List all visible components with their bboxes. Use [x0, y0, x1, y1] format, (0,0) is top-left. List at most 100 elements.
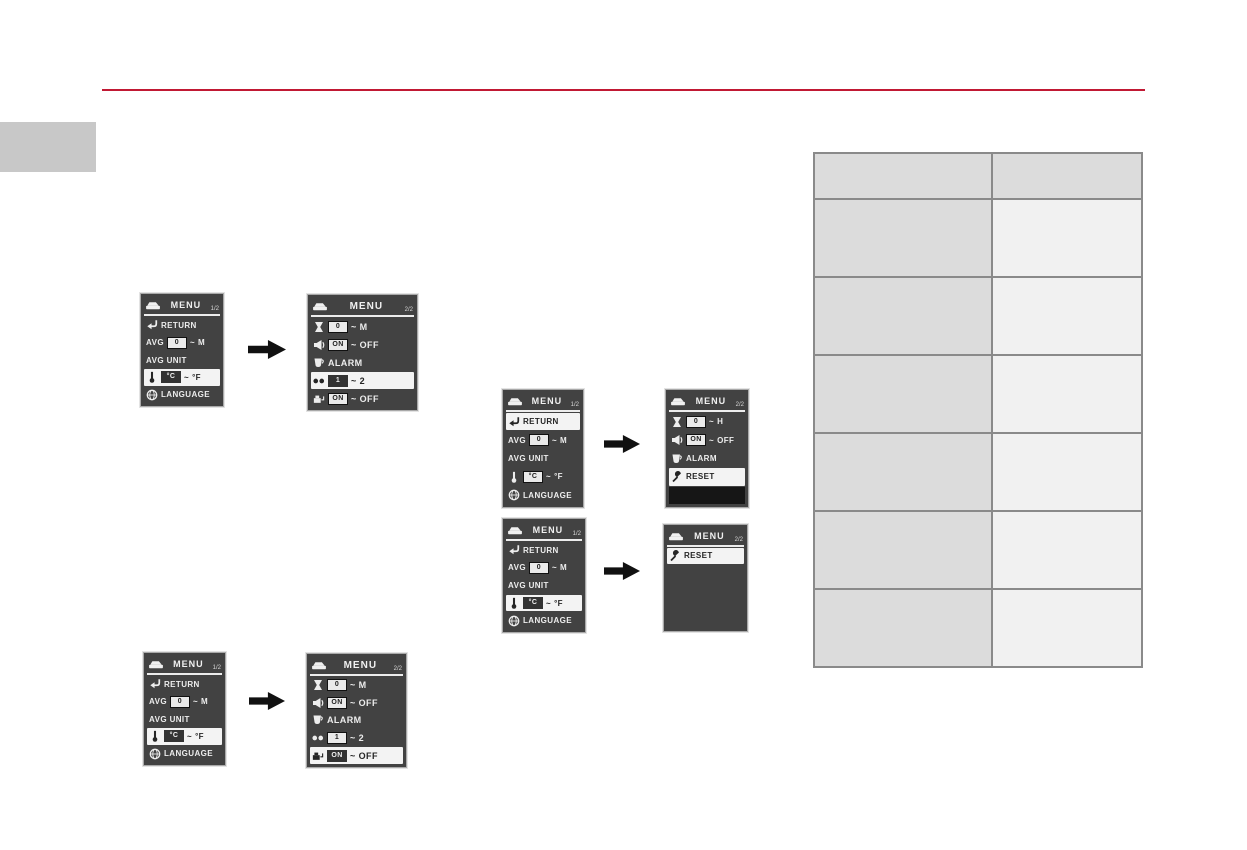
screen-text: ~	[187, 731, 193, 741]
screen-title: MENU	[531, 396, 563, 406]
speaker-icon	[671, 434, 683, 446]
menu-row: RESET	[669, 468, 745, 486]
value-box: 0	[328, 320, 348, 333]
table-cell	[815, 356, 991, 432]
menu-row: ON~OFF	[310, 747, 403, 764]
menu-row: AVG UNIT	[144, 352, 220, 368]
screen-text: ~	[192, 697, 199, 707]
screen-text: °F	[554, 472, 563, 482]
screen-text: °F	[195, 731, 204, 741]
screen-text: ~	[551, 563, 558, 573]
screen-text: OFF	[358, 750, 378, 761]
hourglass-icon	[312, 679, 324, 691]
value-box: ON	[328, 338, 348, 351]
table-cell	[993, 200, 1141, 276]
screen-text: ALARM	[328, 357, 363, 368]
cup-icon	[312, 714, 324, 726]
screen-text: AVG UNIT	[508, 580, 549, 590]
screen-text: M	[560, 435, 568, 445]
menu-row: LANGUAGE	[144, 387, 220, 403]
screen-text: M	[359, 321, 368, 332]
speaker-icon	[313, 339, 325, 351]
speaker-icon	[312, 697, 324, 709]
table-cell	[815, 590, 991, 666]
screen-title: MENU	[694, 531, 725, 541]
thermometer-icon	[149, 730, 161, 743]
screen-text: ~	[184, 372, 190, 382]
page-indicator: 2/2	[404, 307, 413, 313]
table-cell	[993, 434, 1141, 510]
cup-icon	[671, 453, 683, 465]
globe-icon	[146, 389, 158, 401]
next-arrow-icon	[248, 339, 286, 360]
screen-text: LANGUAGE	[523, 490, 572, 500]
screen-text: AVG UNIT	[146, 355, 187, 365]
menu-row: ON~OFF	[311, 336, 414, 353]
next-arrow-icon	[249, 691, 285, 711]
screen-text: AVG	[508, 435, 526, 445]
screen-text: ALARM	[327, 715, 362, 726]
menu-row: AVG UNIT	[147, 711, 222, 727]
value-box: °C	[523, 597, 543, 610]
screen-text: ~	[351, 339, 357, 350]
screen-text: ~	[350, 733, 356, 744]
screen-text: AVG	[149, 697, 167, 707]
globe-icon	[508, 615, 520, 627]
menu-row: °C~°F	[506, 468, 580, 485]
menu-row: ALARM	[310, 712, 403, 729]
return-icon	[146, 319, 158, 331]
menu-row	[669, 486, 745, 505]
car-icon	[670, 396, 686, 407]
value-box: 0	[169, 695, 190, 708]
table-cell	[993, 278, 1141, 354]
reset-icon	[669, 549, 681, 562]
menu-row: 0~M	[310, 677, 403, 694]
menu-row: 1~2	[310, 730, 403, 747]
menu-row: ALARM	[669, 450, 745, 467]
table-cell	[993, 356, 1141, 432]
screen-text: RESET	[684, 551, 713, 561]
screen-text: AVG UNIT	[508, 454, 549, 464]
screen-text: M	[198, 338, 206, 348]
next-arrow-icon	[604, 434, 640, 454]
screen-text: RESET	[686, 472, 715, 482]
screen-text: RETURN	[523, 545, 559, 555]
screen-text: H	[717, 417, 724, 427]
screen-text: ~	[350, 680, 356, 691]
car-icon	[311, 660, 327, 671]
screen-text: OFF	[358, 697, 378, 708]
screen-title: MENU	[170, 300, 202, 310]
value-box: ON	[327, 749, 347, 762]
fuel-icon	[312, 750, 324, 762]
menu-row: ON~OFF	[311, 390, 414, 407]
menu-row: 0~M	[311, 318, 414, 335]
value-box: 0	[528, 561, 549, 574]
thermometer-icon	[146, 371, 158, 384]
menu-row: RETURN	[147, 676, 222, 692]
screen-text: ~	[709, 435, 715, 445]
screen-text: °F	[192, 372, 201, 382]
menu-row: RETURN	[144, 317, 220, 333]
screen-text: ALARM	[686, 454, 717, 464]
value-box: 0	[528, 434, 549, 447]
menu-row: °C~°F	[144, 369, 220, 386]
menu-row: RETURN	[506, 413, 580, 431]
menu-row: AVG UNIT	[506, 577, 582, 594]
screen-text: M	[201, 697, 209, 707]
screen-text: 2	[359, 375, 366, 386]
screen-text: OFF	[717, 435, 735, 445]
screen-text: AVG	[146, 338, 164, 348]
